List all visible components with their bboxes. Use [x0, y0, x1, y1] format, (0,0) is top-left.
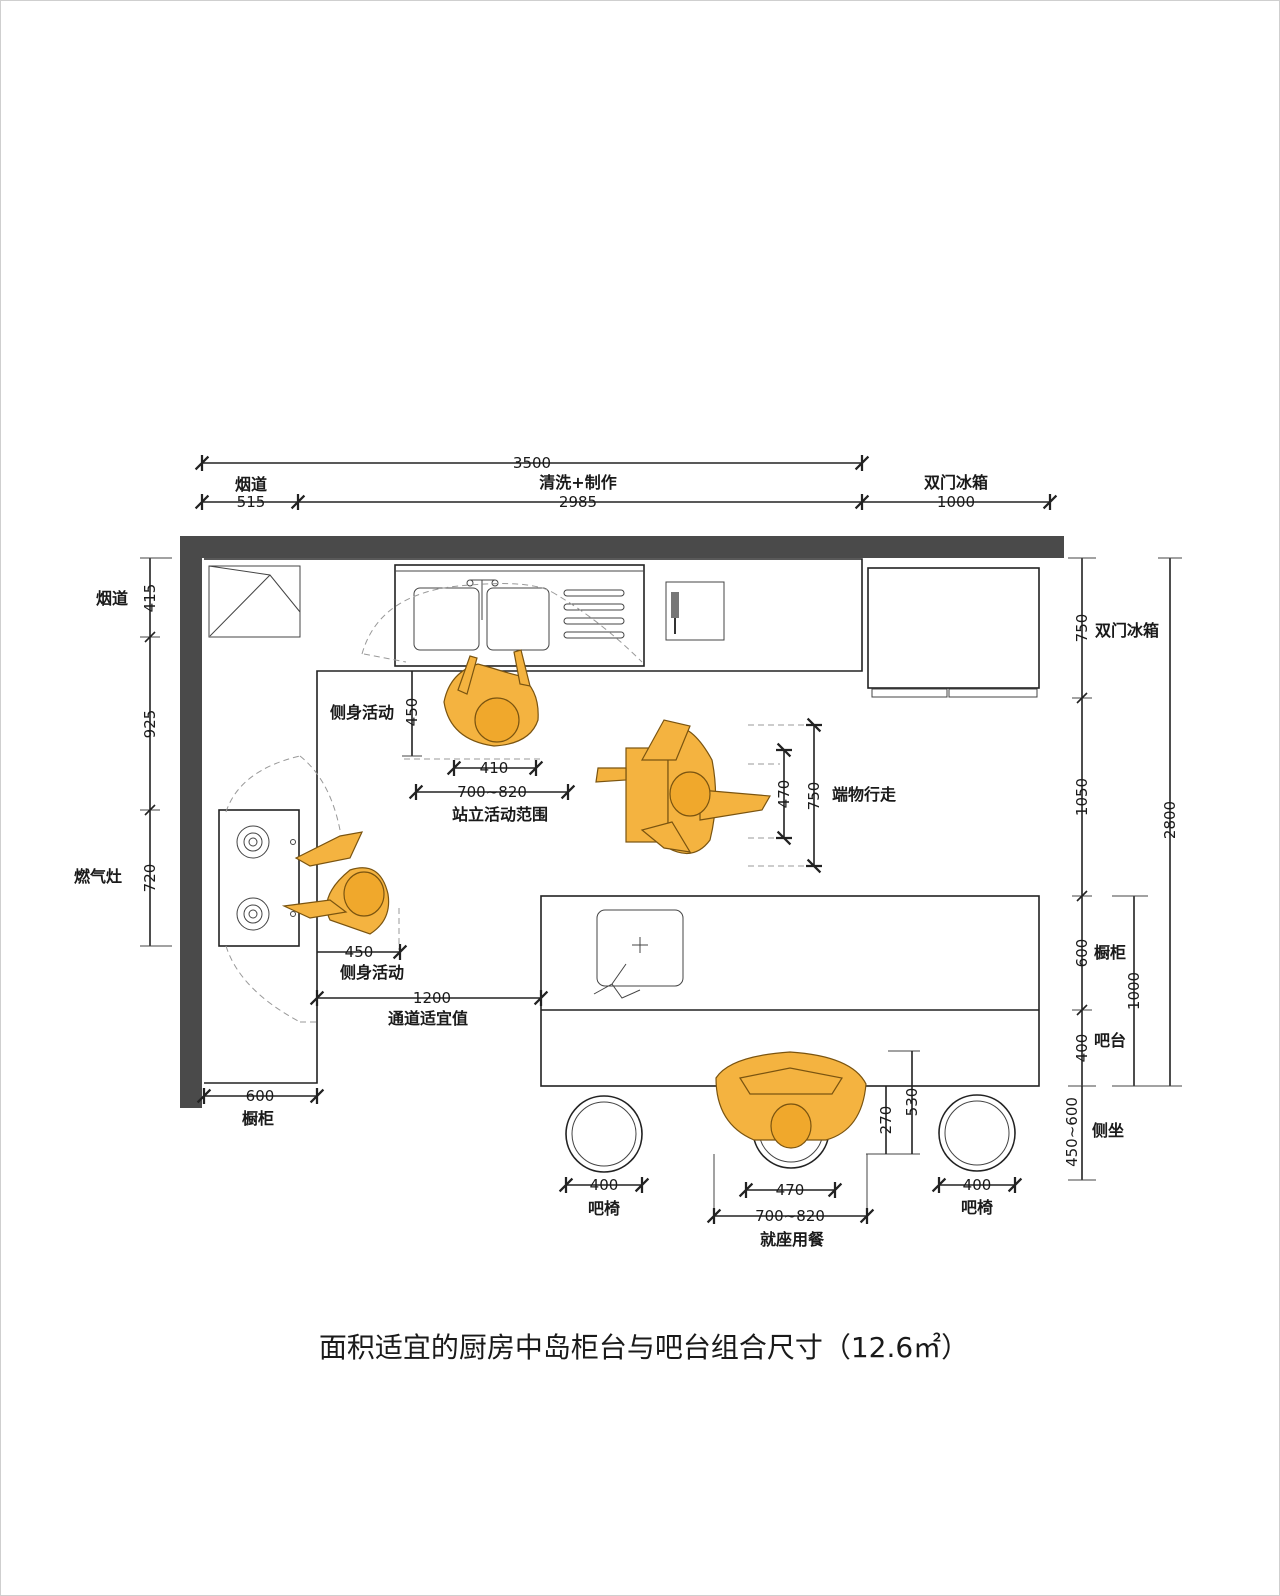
counters — [204, 558, 1040, 1173]
dim-flue-depth: 415 — [141, 584, 159, 613]
label-flue-left: 烟道 — [96, 589, 128, 608]
bar-stool-left — [565, 1095, 643, 1173]
label-seated-dining: 就座用餐 — [760, 1230, 825, 1249]
activity-arcs — [225, 583, 812, 1023]
dim-carry-body: 470 — [775, 780, 793, 809]
fridge-door-left — [871, 688, 948, 698]
walls — [180, 536, 1064, 1108]
knife-icon — [671, 592, 679, 618]
dim-flue-width: 515 — [237, 493, 266, 511]
sink-swing-arc — [361, 583, 553, 655]
dim-cabinet-depth: 600 — [1073, 939, 1091, 968]
dim-island-total: 1000 — [1125, 972, 1143, 1010]
dim-room-depth: 2800 — [1161, 801, 1179, 839]
label-passage: 通道适宜值 — [388, 1009, 468, 1028]
dim-seated-range: 700~820 — [755, 1207, 825, 1225]
sink-bowl-right — [486, 587, 550, 651]
passage-dimension: 1200 通道适宜值 — [309, 989, 549, 1028]
person-at-stove — [281, 831, 390, 935]
label-cabinet-right: 橱柜 — [1094, 943, 1126, 962]
label-side-seat: 侧坐 — [1092, 1121, 1124, 1140]
top-wall — [180, 536, 1064, 558]
right-dimensions: 750 双门冰箱 1050 600 橱柜 400 吧台 1000 2800 45… — [1063, 557, 1182, 1181]
island-faucet-icon — [593, 963, 641, 999]
bar-stool-right — [938, 1094, 1016, 1172]
dim-stove-side: 450 — [345, 943, 374, 961]
person-carrying — [595, 719, 771, 855]
drain-icon — [632, 937, 648, 953]
dim-seated-depth: 530 — [903, 1088, 921, 1117]
dim-side-seat: 450~600 — [1063, 1097, 1081, 1167]
label-bar-right: 吧台 — [1094, 1031, 1126, 1050]
label-stove-side: 侧身活动 — [340, 963, 404, 982]
dim-sink-stand: 410 — [480, 759, 509, 777]
dim-bar-depth: 400 — [1073, 1034, 1091, 1063]
dim-knee-clearance: 270 — [877, 1106, 895, 1135]
person-at-sink — [443, 649, 539, 747]
bar-seating-dimensions: 400 吧椅 400 吧椅 470 700~820 就座用餐 270 530 — [558, 1050, 1023, 1249]
label-prep-area: 清洗+制作 — [539, 473, 616, 492]
top-dimensions: 3500 烟道 515 清洗+制作 2985 双门冰箱 1000 — [194, 454, 1058, 511]
dim-sink-range: 700~820 — [457, 783, 527, 801]
left-dimensions: 烟道 415 925 燃气灶 720 — [74, 557, 172, 947]
figure-caption: 面积适宜的厨房中岛柜台与吧台组合尺寸（12.6㎡） — [319, 1331, 969, 1364]
dim-aisle-depth: 1050 — [1073, 778, 1091, 816]
fridge-door-right — [948, 688, 1038, 698]
dim-left-cabinet-depth: 600 — [246, 1087, 275, 1105]
label-stove: 燃气灶 — [74, 867, 122, 886]
left-wall — [180, 536, 202, 1108]
label-flue-top: 烟道 — [235, 475, 267, 494]
dim-fridge-width: 1000 — [937, 493, 975, 511]
dim-passage-width: 1200 — [413, 989, 451, 1007]
dim-seated-body: 470 — [776, 1181, 805, 1199]
flue-box — [208, 565, 301, 638]
dim-sink-side: 450 — [403, 698, 421, 727]
flue-duct-icon — [208, 565, 301, 637]
stove-swing-arc — [225, 755, 301, 813]
label-standing-range: 站立活动范围 — [452, 805, 548, 824]
label-fridge-top: 双门冰箱 — [924, 473, 988, 492]
label-sink-side: 侧身活动 — [330, 703, 394, 722]
stove-area-dimensions: 450 侧身活动 — [317, 943, 408, 982]
stove-swing-arc-lower — [225, 945, 301, 1023]
label-stool-right: 吧椅 — [961, 1198, 993, 1217]
label-carry-walk: 端物行走 — [832, 785, 896, 804]
gas-stove — [218, 809, 300, 947]
person-seated-at-bar — [715, 1051, 867, 1149]
burner-top — [236, 825, 270, 859]
label-stool-left: 吧椅 — [588, 1199, 620, 1218]
label-left-cabinet: 橱柜 — [242, 1109, 274, 1128]
dim-prep-width: 2985 — [559, 493, 597, 511]
fridge — [867, 567, 1040, 689]
dim-stool-left: 400 — [590, 1176, 619, 1194]
faucet-icon — [470, 579, 495, 620]
carry-dimensions: 470 750 端物行走 — [775, 717, 896, 874]
sink-bowl-left — [413, 587, 480, 651]
l-counter — [204, 558, 863, 1084]
island-sink — [596, 909, 684, 987]
label-fridge-right: 双门冰箱 — [1095, 621, 1159, 640]
drainboard — [563, 589, 625, 639]
dim-stove-length: 720 — [141, 864, 159, 893]
chopping-board — [665, 581, 725, 641]
bottom-left-dimension: 600 橱柜 — [196, 1087, 325, 1128]
burner-bottom — [236, 897, 270, 931]
sink-area-dimensions: 450 侧身活动 410 700~820 站立活动范围 — [330, 671, 576, 824]
dim-carry-span: 750 — [805, 782, 823, 811]
dim-total-width: 3500 — [513, 454, 551, 472]
dim-fridge-depth: 750 — [1073, 614, 1091, 643]
dim-stool-right: 400 — [963, 1176, 992, 1194]
dim-left-gap: 925 — [141, 710, 159, 739]
